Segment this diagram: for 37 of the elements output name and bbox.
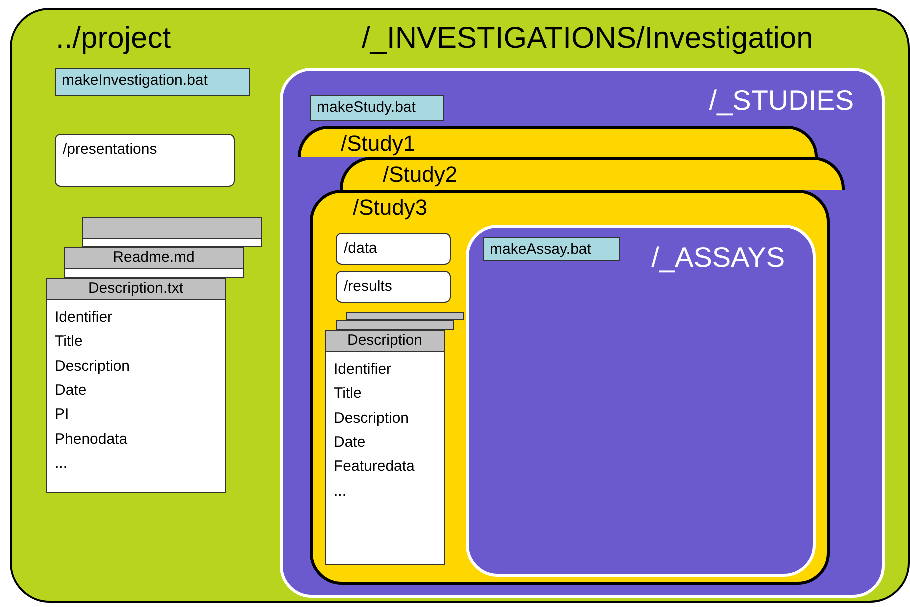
field-name: Description: [334, 410, 410, 427]
script-file-label: makeStudy.bat: [310, 95, 444, 121]
document-header: Readme.md: [65, 248, 243, 269]
field-name: Title: [55, 333, 83, 350]
field-name: Identifier: [55, 309, 113, 326]
folder-title: /Study1: [341, 133, 416, 155]
folder-title: /_STUDIES: [709, 87, 854, 115]
document-header: Description.txt: [47, 279, 225, 300]
folder-panel: [280, 68, 885, 598]
folder-title: ../project: [56, 24, 172, 54]
document-card: [64, 247, 244, 278]
field-name: Description: [55, 358, 130, 375]
script-file-label: makeAssay.bat: [483, 237, 620, 261]
folder-title: /_ASSAYS: [652, 244, 785, 272]
folder-title: /_INVESTIGATIONS/Investigation: [362, 24, 814, 54]
folder-panel: [466, 225, 816, 577]
folder-panel: [10, 8, 910, 603]
folder-box: /presentations: [55, 134, 235, 187]
field-name: ...: [55, 454, 68, 472]
field-name: Title: [334, 385, 362, 402]
document-card: [82, 217, 262, 247]
script-file-label: makeInvestigation.bat: [55, 68, 250, 96]
field-name: Phenodata: [55, 430, 128, 448]
field-name: Date: [55, 382, 87, 399]
folder-box: /results: [336, 271, 451, 303]
folder-panel: [310, 190, 830, 585]
field-name: Identifier: [334, 361, 392, 378]
field-name: Featuredata: [334, 458, 415, 476]
folder-box: /data: [336, 233, 451, 265]
field-name: ...: [334, 482, 347, 500]
document-card: [325, 330, 445, 565]
field-name: Date: [334, 434, 366, 451]
folder-title: /Study2: [383, 164, 458, 186]
document-header: Description: [326, 331, 444, 352]
field-name: PI: [55, 406, 70, 424]
document-card: [46, 278, 226, 493]
folder-title: /Study3: [353, 197, 428, 219]
